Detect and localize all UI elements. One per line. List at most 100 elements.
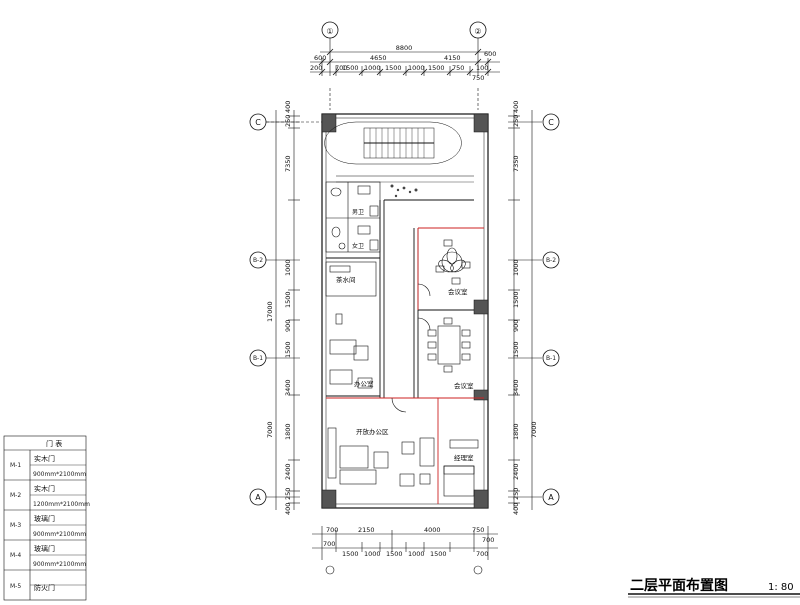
room-label-meeting-top: 会议室: [448, 287, 468, 296]
legend-name-4: 玻璃门: [34, 544, 55, 553]
dim-bottom-r1-1: 2150: [358, 526, 375, 534]
toilet-rooms: [325, 181, 381, 253]
dim-bottom-r1-3: 750: [472, 526, 484, 534]
axis-label-right-b2: B-2: [546, 257, 556, 264]
dim-right-4: 1500: [512, 291, 520, 308]
dim-bottom-r2-1: 1500: [342, 550, 359, 558]
dim-left-11: 250: [284, 488, 292, 500]
axis-bubble-top-2: ②: [469, 21, 487, 39]
dim-left-7: 3400: [284, 379, 292, 396]
door-schedule-table: [3, 435, 87, 601]
dim-left-2: 7350: [284, 155, 292, 172]
dim-top-r1-2: 4150: [444, 54, 461, 62]
legend-size-3: 900mm*2100mm: [33, 531, 86, 538]
plant-decor: [390, 184, 418, 198]
dim-bottom-r2-5: 1500: [430, 550, 447, 558]
dim-right-3: 1000: [512, 259, 520, 276]
left-dimension-texts: 400 250 7350 1000 1500 900 1500 3400 700…: [266, 101, 292, 515]
dim-left-10: 2400: [284, 463, 292, 480]
dim-right-12: 400: [512, 503, 520, 515]
dim-left-12: 400: [284, 503, 292, 515]
staircase: [324, 121, 474, 183]
legend-name-5: 防火门: [34, 583, 55, 592]
bottom-dimension-lines: [312, 526, 498, 575]
dim-right-11: 250: [512, 488, 520, 500]
pantry-room: [325, 261, 377, 297]
dim-right-1: 250: [512, 115, 520, 127]
legend-name-1: 实木门: [34, 454, 55, 463]
room-label-meeting: 会议室: [454, 381, 474, 390]
dim-right-0: 400: [512, 101, 520, 113]
legend-size-2: 1200mm*2100mm: [33, 501, 90, 508]
axis-label-right-b1: B-1: [546, 355, 556, 362]
room-label-office: 办公室: [354, 379, 374, 388]
dim-left-1: 250: [284, 115, 292, 127]
dim-top-overall: 8800: [396, 44, 413, 52]
dim-left-5: 900: [284, 320, 292, 332]
dim-right-5: 900: [512, 320, 520, 332]
right-dimension-lines: [508, 110, 542, 510]
axis-bubbles-right: C B-2 B-1 A: [542, 113, 560, 506]
dim-bottom-r1-4: 700: [482, 536, 494, 544]
legend-name-2: 实木门: [34, 484, 55, 493]
dim-top-r2-5: 1000: [408, 64, 425, 72]
dim-right-2: 7350: [512, 155, 520, 172]
room-label-wc-m: 男卫: [352, 209, 364, 216]
structural-columns: [321, 113, 489, 509]
dim-bottom-r2-2: 1000: [364, 550, 381, 558]
dim-top-r1-3: 600: [484, 50, 496, 58]
legend-code-4: M-4: [10, 552, 21, 559]
dim-right-7: 3400: [512, 379, 520, 396]
dim-bottom-r2-0: 700: [323, 540, 335, 548]
dim-top-r2-6: 1500: [428, 64, 445, 72]
top-dimension-lines: [310, 24, 500, 110]
axis-label-right-c: C: [548, 118, 554, 127]
dim-left-6: 1500: [284, 341, 292, 358]
dim-left-9: 1800: [284, 423, 292, 440]
dim-top-r1-0: 600: [314, 54, 326, 62]
legend-code-1: M-1: [10, 462, 21, 469]
room-label-manager: 经理室: [454, 453, 474, 462]
interior-walls: [326, 199, 484, 398]
legend-size-4: 900mm*2100mm: [33, 561, 86, 568]
dim-top-r2-4: 1500: [385, 64, 402, 72]
axis-label-top-1: ①: [326, 27, 333, 36]
right-dimension-texts: 400 250 7350 1000 1500 900 1500 3400 700…: [512, 101, 538, 515]
dim-bottom-r1-2: 4000: [424, 526, 441, 534]
axis-bubbles-left: C B-2 B-1 A: [249, 113, 322, 506]
top-dimension-ticks: [318, 48, 492, 76]
dim-bottom-r2-6: 700: [476, 550, 488, 558]
room-label-pantry: 茶水间: [336, 275, 356, 284]
dim-bottom-r1-0: 700: [326, 526, 338, 534]
dim-right-6: 1500: [512, 341, 520, 358]
dim-left-3: 1000: [284, 259, 292, 276]
room-label-wc-f: 女卫: [352, 242, 364, 250]
dim-top-r2-3: 1000: [364, 64, 381, 72]
dim-top-r2-0: 200: [310, 64, 322, 72]
axis-label-left-a: A: [255, 493, 261, 502]
dim-right-8: 7000: [530, 421, 538, 438]
axis-label-left-b1: B-1: [253, 355, 263, 362]
exterior-walls: [321, 113, 489, 509]
dim-left-overall: 17000: [266, 301, 274, 322]
legend-name-3: 玻璃门: [34, 514, 55, 523]
dim-top-extra: 750: [472, 74, 484, 82]
meeting-room-furniture: [417, 317, 471, 373]
axis-label-top-2: ②: [474, 27, 481, 36]
dim-top-r1-1: 4650: [370, 54, 387, 62]
dim-left-8: 7000: [266, 421, 274, 438]
dim-bottom-r2-4: 1000: [408, 550, 425, 558]
office-room-furniture: [329, 313, 373, 389]
legend-code-5: M-5: [10, 583, 21, 590]
dim-top-r2-8: 100: [476, 64, 488, 72]
red-partitions: [326, 227, 484, 504]
axis-label-left-c: C: [255, 118, 261, 127]
left-dimension-lines: [266, 110, 300, 510]
axis-bubble-top-1: ①: [321, 21, 339, 39]
drawing-scale: 1: 80: [768, 582, 794, 593]
legend-code-3: M-3: [10, 522, 21, 529]
legend-header: 门 表: [46, 439, 62, 448]
dim-bottom-r2-3: 1500: [386, 550, 403, 558]
manager-room-furniture: [443, 439, 479, 497]
